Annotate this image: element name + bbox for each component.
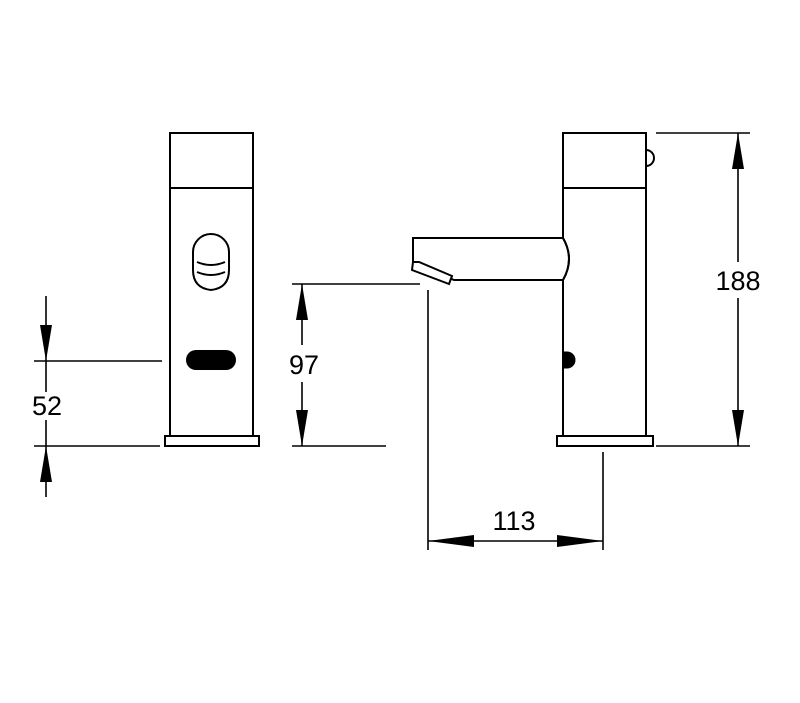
dimension-52-label: 52 [32,391,62,421]
spout [410,237,570,286]
side-view-body [556,132,655,447]
dimension-113: 113 [427,290,604,550]
side-view [410,132,655,447]
front-view-body [164,132,260,447]
sensor-window [186,350,236,370]
dimension-113-label: 113 [492,506,535,536]
dimension-188-label: 188 [715,266,760,296]
dimension-97-label: 97 [289,350,319,380]
front-view-knob [192,233,230,292]
dimension-97: 97 [289,283,420,447]
dimension-188: 188 [656,132,761,447]
front-view [164,132,260,447]
dimension-52: 52 [32,296,162,497]
